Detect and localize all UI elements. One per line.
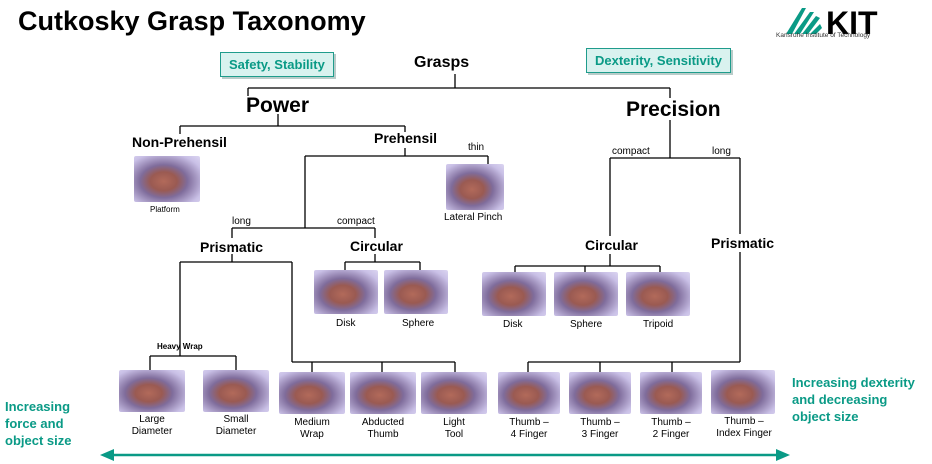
lateral-pinch-photo: [446, 164, 504, 210]
page-title: Cutkosky Grasp Taxonomy: [18, 6, 366, 36]
label-thumb-3-finger: Thumb –3 Finger: [580, 417, 620, 440]
label-precision-sphere: Sphere: [570, 319, 603, 330]
label-precision-disk: Disk: [503, 319, 523, 330]
edge-label-compact: compact: [337, 216, 375, 227]
node-power-prismatic: Prismatic: [200, 239, 264, 255]
abducted-thumb-photo: [350, 372, 416, 414]
label-power-sphere: Sphere: [402, 318, 435, 329]
large-diameter-photo: [119, 370, 185, 412]
label-lateral-pinch: Lateral Pinch: [444, 212, 503, 223]
tripoid-photo: [626, 272, 690, 316]
node-non-prehensil: Non-Prehensil: [132, 134, 227, 150]
node-prehensil: Prehensil: [374, 130, 438, 146]
tag-dexterity-sensitivity: Dexterity, Sensitivity: [586, 48, 731, 73]
tag-safety-stability: Safety, Stability: [220, 52, 334, 77]
label-thumb-4-finger: Thumb –4 Finger: [509, 417, 549, 440]
edge-label-long: long: [232, 216, 251, 227]
precision-sphere-photo: [554, 272, 618, 316]
precision-disk-photo: [482, 272, 546, 316]
node-precision-prismatic: Prismatic: [711, 235, 775, 251]
power-disk-photo: [314, 270, 378, 314]
double-arrow: [100, 449, 790, 461]
label-power-disk: Disk: [336, 318, 356, 329]
node-precision: Precision: [626, 98, 721, 121]
label-platform: Platform: [150, 205, 180, 214]
thumb-4-finger-photo: [498, 372, 560, 414]
power-sphere-photo: [384, 270, 448, 314]
node-grasps: Grasps: [414, 54, 470, 71]
kit-logo: KIT: [786, 5, 878, 41]
thumb-2-finger-photo: [640, 372, 702, 414]
node-power: Power: [246, 94, 310, 117]
node-precision-circular: Circular: [585, 237, 638, 253]
label-tripoid: Tripoid: [643, 319, 674, 330]
platform-photo: [134, 156, 200, 202]
node-power-circular: Circular: [350, 238, 403, 254]
label-thumb-2-finger: Thumb –2 Finger: [651, 417, 691, 440]
label-thumb-index-finger: Thumb –Index Finger: [716, 416, 772, 439]
thumb-3-finger-photo: [569, 372, 631, 414]
logo-subtitle: Karlsruhe Institute of Technology: [776, 32, 871, 39]
logo-text: KIT: [826, 5, 878, 41]
light-tool-photo: [421, 372, 487, 414]
node-heavy-wrap: Heavy Wrap: [157, 342, 203, 351]
edge-label-thin: thin: [468, 142, 485, 153]
edge-label-compact-precision: compact: [612, 146, 650, 157]
medium-wrap-photo: [279, 372, 345, 414]
edge-label-long-precision: long: [712, 146, 731, 157]
small-diameter-photo: [203, 370, 269, 412]
thumb-index-finger-photo: [711, 370, 775, 414]
